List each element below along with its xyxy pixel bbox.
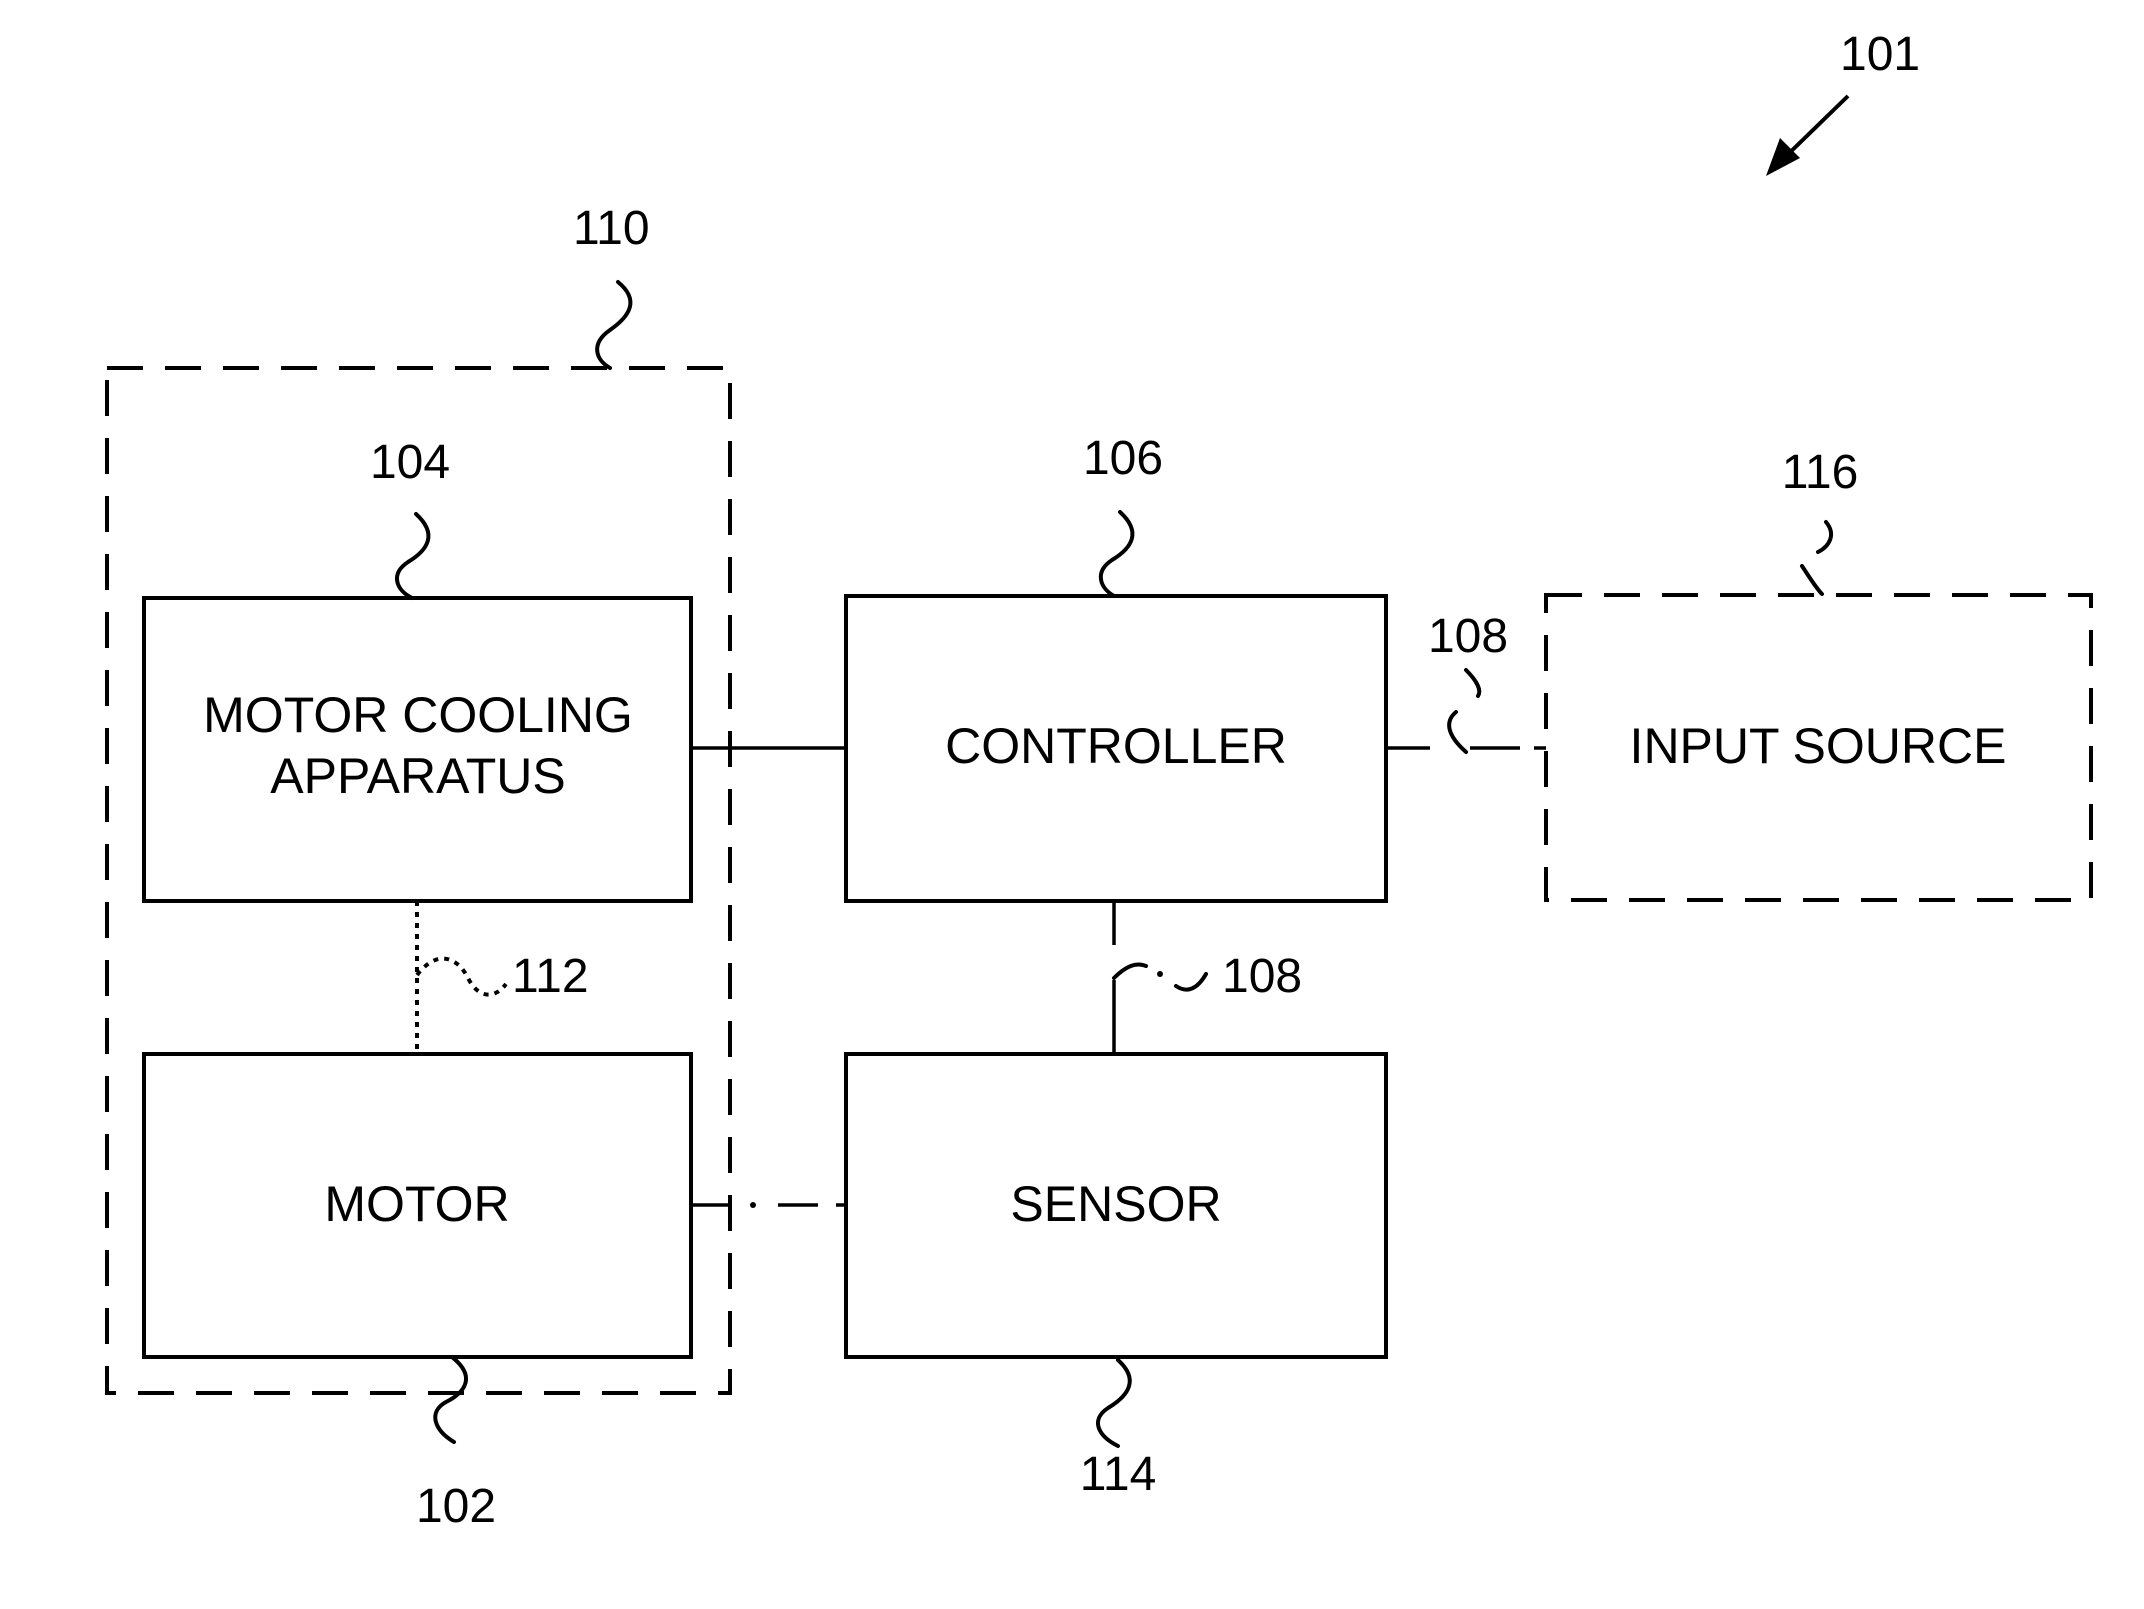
controller-label: CONTROLLER [945, 718, 1287, 774]
figure-ref-label: 101 [1840, 28, 1920, 81]
controller-sensor-leader-dot [1157, 971, 1163, 977]
sensor-label: SENSOR [1010, 1176, 1221, 1232]
motor-group-ref: 110 [573, 202, 650, 255]
cooling-motor-leader [417, 959, 506, 995]
motor-ref: 102 [416, 1480, 496, 1533]
sensor-ref: 114 [1080, 1448, 1157, 1501]
controller-input-leader-upper [1466, 670, 1479, 696]
sensor-leader [1098, 1360, 1130, 1446]
controller-leader [1101, 512, 1133, 596]
motor-label: MOTOR [324, 1176, 509, 1232]
motor-cooling-apparatus-label-line1: MOTOR COOLING [203, 687, 633, 743]
controller-sensor-link-ref: 108 [1222, 950, 1302, 1003]
motor-cooling-apparatus-label-line2: APPARATUS [270, 748, 565, 804]
motor-group-leader [597, 282, 630, 368]
cooling-motor-link-ref: 112 [512, 950, 589, 1003]
controller-input-leader-lower [1449, 712, 1466, 752]
motor-group-dashed-box [107, 368, 730, 1393]
input-source-leader-upper [1818, 522, 1831, 552]
motor-cooling-apparatus-leader [397, 514, 428, 598]
figure-ref-arrowhead [1766, 138, 1800, 176]
controller-input-link-ref: 108 [1428, 610, 1508, 663]
input-source-ref: 116 [1782, 446, 1859, 499]
controller-sensor-leader-right [1176, 974, 1206, 990]
input-source-label: INPUT SOURCE [1630, 718, 2007, 774]
controller-ref: 106 [1083, 432, 1163, 485]
motor-sensor-connection-dot [750, 1202, 756, 1208]
motor-cooling-apparatus-ref: 104 [370, 436, 450, 489]
controller-sensor-leader-left [1114, 965, 1146, 979]
motor-leader [435, 1357, 466, 1442]
input-source-leader-lower [1802, 566, 1822, 594]
